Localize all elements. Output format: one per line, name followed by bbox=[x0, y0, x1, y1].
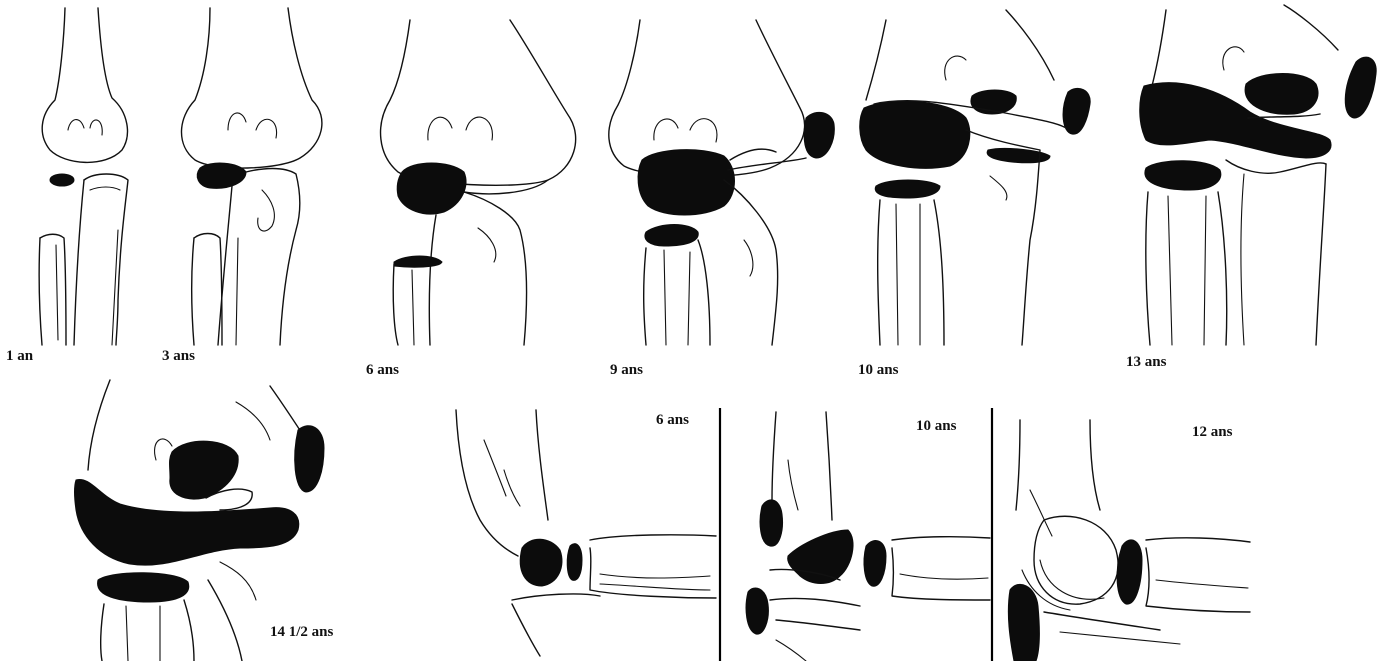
panel-lateral-12-ans: 12 ans bbox=[1008, 420, 1250, 661]
radial-head-ossification-center bbox=[98, 573, 189, 602]
trochlea-ossification-center-lateral bbox=[788, 530, 853, 584]
panel-14-1-2-ans: 14 1/2 ans bbox=[75, 380, 334, 661]
panel-3-caption: 6 ans bbox=[366, 362, 399, 378]
medial-epicondyle-ossification-center bbox=[1063, 88, 1090, 134]
medial-epicondyle-ossification-center bbox=[295, 426, 324, 492]
panel-3-ans: 3 ans bbox=[162, 8, 322, 364]
capitellum-ossification-center bbox=[860, 101, 970, 168]
panel-7-caption: 14 1/2 ans bbox=[270, 624, 334, 640]
radial-head-ossification-center-lateral bbox=[864, 541, 886, 587]
radial-head-ossification-center-lateral bbox=[1117, 540, 1142, 604]
panel-1-an: 1 an bbox=[6, 8, 128, 364]
panel-10-caption: 12 ans bbox=[1192, 424, 1233, 440]
panel-1-caption: 1 an bbox=[6, 348, 34, 364]
capitellum-ossification-center bbox=[397, 163, 466, 214]
olecranon-ossification-center-lateral bbox=[746, 588, 768, 634]
panel-6-ans: 6 ans bbox=[366, 20, 576, 378]
panel-8-caption: 6 ans bbox=[656, 412, 689, 428]
medial-epicondyle-ossification-center-lateral bbox=[760, 500, 782, 546]
panel-lateral-6-ans: 6 ans bbox=[456, 408, 720, 661]
trochlea-ossification-center bbox=[1245, 74, 1318, 115]
panel-lateral-10-ans: 10 ans bbox=[746, 408, 992, 661]
radial-head-ossification-center bbox=[394, 256, 442, 267]
capitellum-ossification-center bbox=[50, 174, 74, 186]
panel-6-caption: 13 ans bbox=[1126, 354, 1167, 370]
panel-5-caption: 10 ans bbox=[858, 362, 899, 378]
radial-head-ossification-center bbox=[875, 180, 940, 198]
panel-9-ans: 9 ans bbox=[609, 20, 834, 378]
panel-13-ans: 13 ans bbox=[1126, 5, 1376, 370]
capitellum-ossification-center-lateral bbox=[520, 539, 562, 586]
panel-4-caption: 9 ans bbox=[610, 362, 643, 378]
radial-head-ossification-center bbox=[645, 225, 698, 247]
medial-epicondyle-ossification-center bbox=[804, 112, 834, 158]
capitellum-ossification-center bbox=[197, 163, 246, 188]
olecranon-ossification-center-lateral bbox=[1008, 584, 1039, 661]
radial-head-ossification-center-lateral bbox=[567, 544, 582, 581]
radial-head-ossification-center bbox=[1145, 161, 1221, 190]
panel-10-ans: 10 ans bbox=[858, 10, 1090, 378]
panel-2-caption: 3 ans bbox=[162, 348, 195, 364]
capitellum-ossification-center bbox=[638, 150, 734, 215]
panel-9-caption: 10 ans bbox=[916, 418, 957, 434]
medial-epicondyle-ossification-center bbox=[1345, 57, 1376, 118]
